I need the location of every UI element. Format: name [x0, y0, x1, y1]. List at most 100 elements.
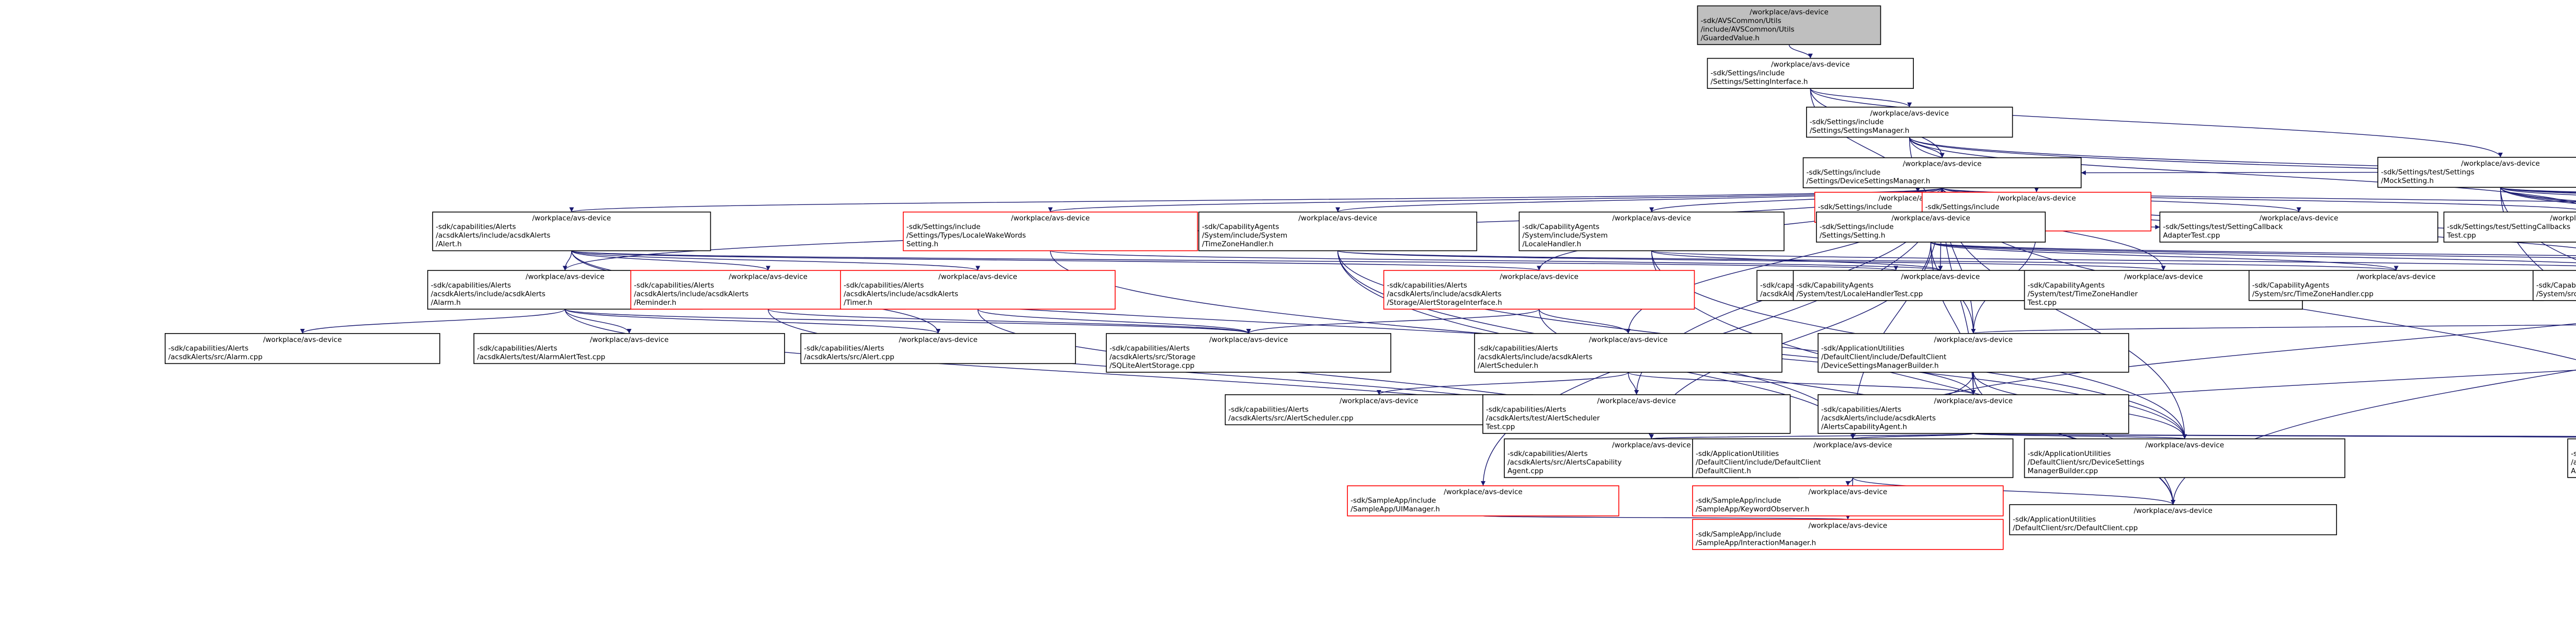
node-box [1707, 58, 1914, 89]
node-box [1474, 333, 1783, 373]
dependency-edge [1651, 250, 1943, 271]
graph-node-n22[interactable]: /workplace/avs-device-sdk/capabilities/A… [1383, 270, 1695, 310]
node-label-line: -sdk/capabilities/Alerts [1229, 405, 1309, 414]
node-label-line: /DefaultClient.h [1696, 467, 1751, 475]
graph-node-n34[interactable]: /workplace/avs-device-sdk/capabilities/A… [800, 333, 1076, 364]
node-label-line: -sdk/Settings/include [1807, 168, 1881, 177]
graph-node-n7[interactable]: /workplace/avs-device-sdk/capabilities/A… [432, 211, 711, 252]
graph-node-n43[interactable]: /workplace/avs-device-sdk/ApplicationUti… [2024, 438, 2345, 478]
dependency-edge [1930, 242, 2576, 256]
node-label-line: /workplace/avs-device [2124, 272, 2203, 281]
dependency-edge [1628, 372, 1639, 395]
graph-node-n3[interactable]: /workplace/avs-device-sdk/Settings/test/… [2377, 156, 2576, 188]
node-label-line: /acsdkAlerts/src/AlertsCapability [1507, 458, 1621, 466]
node-label-line: ManagerBuilder.cpp [2028, 467, 2098, 475]
node-label-line: /Reminder.h [634, 299, 676, 307]
graph-node-n26[interactable]: /workplace/avs-device-sdk/CapabilityAgen… [2533, 270, 2576, 301]
graph-node-n48[interactable]: /workplace/avs-device-sdk/ApplicationUti… [2009, 504, 2337, 535]
graph-node-n32[interactable]: /workplace/avs-device-sdk/capabilities/A… [164, 333, 440, 364]
dependency-edge [1973, 372, 2176, 505]
graph-node-n38[interactable]: /workplace/avs-device -sdk/capabilities/A… [1224, 394, 1533, 426]
graph-node-n37[interactable]: /workplace/avs-device-sdk/ApplicationUti… [1818, 333, 2129, 373]
node-label-line: -sdk/capabilities/Alerts [431, 281, 511, 290]
graph-node-n42[interactable]: /workplace/avs-device -sdk/ApplicationUti… [1692, 438, 2014, 478]
graph-node-n12[interactable]: /workplace/avs-device-sdk/Settings/test/… [2159, 211, 2438, 243]
node-label-line: /Settings/SettingInterface.h [1710, 78, 1808, 86]
node-label-line: /Settings/Types/LocaleWakeWords [906, 232, 1026, 240]
node-label-line: -sdk/capabilities/Alerts [1478, 344, 1558, 352]
graph-node-n25[interactable]: /workplace/avs-device-sdk/CapabilityAgen… [2249, 270, 2544, 301]
node-label-line: /System/src/LocaleHandler.cpp [2536, 290, 2576, 298]
dependency-edge [570, 187, 1943, 213]
graph-node-n36[interactable]: /workplace/avs-device -sdk/capabilities/A… [1474, 333, 1783, 373]
node-box [473, 333, 785, 364]
graph-node-n0[interactable]: /workplace/avs-device-sdk/AVSCommon/Util… [1697, 5, 1881, 45]
node-label-line: AdapterTest.cpp [2163, 232, 2220, 240]
node-label-line: Setting.h [906, 240, 938, 248]
graph-node-n1[interactable]: /workplace/avs-device-sdk/Settings/inclu… [1707, 58, 1914, 89]
node-label-line: /workplace/avs-device [1934, 397, 2013, 405]
graph-node-n40[interactable]: /workplace/avs-device-sdk/capabilities/A… [1818, 394, 2129, 434]
node-label-line: Test.cpp [2446, 232, 2476, 240]
node-label-line: /SampleApp/UIManager.h [1351, 505, 1440, 513]
node-label-line: /System/test/LocaleHandlerTest.cpp [1797, 290, 1923, 298]
graph-node-n47[interactable]: /workplace/avs-device-sdk/SampleApp/incl… [1692, 485, 2004, 517]
node-label-line: -sdk/ApplicationUtilities [2028, 450, 2111, 458]
node-label-line: /Storage/AlertStorageInterface.h [1387, 299, 1502, 307]
graph-node-n11[interactable]: /workplace/avs-device-sdk/Settings/inclu… [1815, 211, 2046, 243]
node-label-line: /Timer.h [844, 299, 872, 307]
node-label-line: /workplace/avs-device [729, 272, 808, 281]
dependency-edge [1973, 433, 2187, 440]
node-label-line: -sdk/capabilities/Alerts [1109, 344, 1189, 352]
node-label-line: /workplace/avs-device [1903, 160, 1982, 168]
node-label-line: -sdk/capabilities/Alerts [2571, 450, 2576, 458]
node-box [164, 333, 440, 364]
node-label-line: -sdk/ApplicationUtilities [1696, 450, 1779, 458]
dependency-edge [1930, 242, 2576, 258]
graph-node-n35[interactable]: /workplace/avs-device-sdk/capabilities/A… [1106, 333, 1391, 373]
graph-node-n49[interactable]: /workplace/avs-device-sdk/SampleApp/incl… [1692, 519, 2004, 550]
graph-node-n20[interactable]: /workplace/avs-device-sdk/capabilities/A… [840, 270, 1116, 310]
dependency-edge [564, 308, 940, 334]
node-label-line: Agent.cpp [1507, 467, 1544, 475]
node-box [432, 211, 711, 252]
node-label-line: Test.cpp [1485, 422, 1515, 431]
graph-node-n8[interactable]: /workplace/avs-device-sdk/Settings/inclu… [903, 211, 1198, 252]
node-label-line: /workplace/avs-device [1589, 336, 1668, 344]
node-label-line: /acsdkAlerts/src/Storage [1109, 353, 1195, 361]
node-label-line: /acsdkAlerts/test/AlarmAlertTest.cpp [477, 353, 605, 361]
node-label-line: /workplace/avs-device [1934, 336, 2013, 344]
graph-node-n33[interactable]: /workplace/avs-device-sdk/capabilities/A… [473, 333, 785, 364]
node-label-line: /System/test/TimeZoneHandler [2028, 290, 2138, 298]
node-box [1198, 211, 1478, 252]
node-label-line: /workplace/avs-device [1870, 109, 1949, 118]
node-box [1818, 333, 2129, 373]
node-label-line: /Alarm.h [431, 299, 461, 307]
node-box [1224, 394, 1533, 426]
dependency-edge [571, 250, 1541, 271]
node-label-line: -sdk/Settings/include [1818, 203, 1892, 211]
graph-node-n39[interactable]: /workplace/avs-device-sdk/capabilities/A… [1482, 394, 1791, 434]
node-label-line: /workplace/avs-device [1340, 397, 1418, 405]
graph-node-n9[interactable]: /workplace/avs-device-sdk/CapabilityAgen… [1198, 211, 1478, 252]
node-box [2567, 438, 2576, 478]
node-label-line: /acsdkAlerts/src/AlertScheduler.cpp [1229, 414, 1354, 422]
node-layer: /workplace/avs-device-sdk/AVSCommon/Util… [164, 5, 2576, 550]
node-label-line: /workplace/avs-device [1813, 441, 1892, 449]
dependency-edge [1337, 250, 2398, 271]
graph-node-n10[interactable]: /workplace/avs-device-sdk/CapabilityAgen… [1518, 211, 1785, 252]
graph-node-n46[interactable]: /workplace/avs-device-sdk/SampleApp/incl… [1347, 485, 1619, 517]
node-label-line: /acsdkAlerts/include/acsdkAlerts [1821, 414, 1936, 422]
node-label-line: /workplace/avs-device [1750, 8, 1829, 16]
node-box [2377, 156, 2576, 188]
graph-node-n4[interactable]: /workplace/avs-device -sdk/Settings/inclu… [1802, 157, 2082, 188]
graph-node-n44[interactable]: /workplace/avs-device-sdk/capabilities/A… [2567, 438, 2576, 478]
node-box [903, 211, 1198, 252]
node-box [800, 333, 1076, 364]
graph-node-n2[interactable]: /workplace/avs-device-sdk/Settings/inclu… [1806, 107, 2013, 138]
node-label-line: /acsdkAlerts/include/acsdkAlerts [436, 232, 550, 240]
node-label-line: -sdk/SampleApp/include [1696, 530, 1781, 539]
node-label-line: /Settings/Setting.h [1820, 232, 1886, 240]
graph-node-n13[interactable]: /workplace/avs-device-sdk/Settings/test/… [2443, 211, 2576, 243]
